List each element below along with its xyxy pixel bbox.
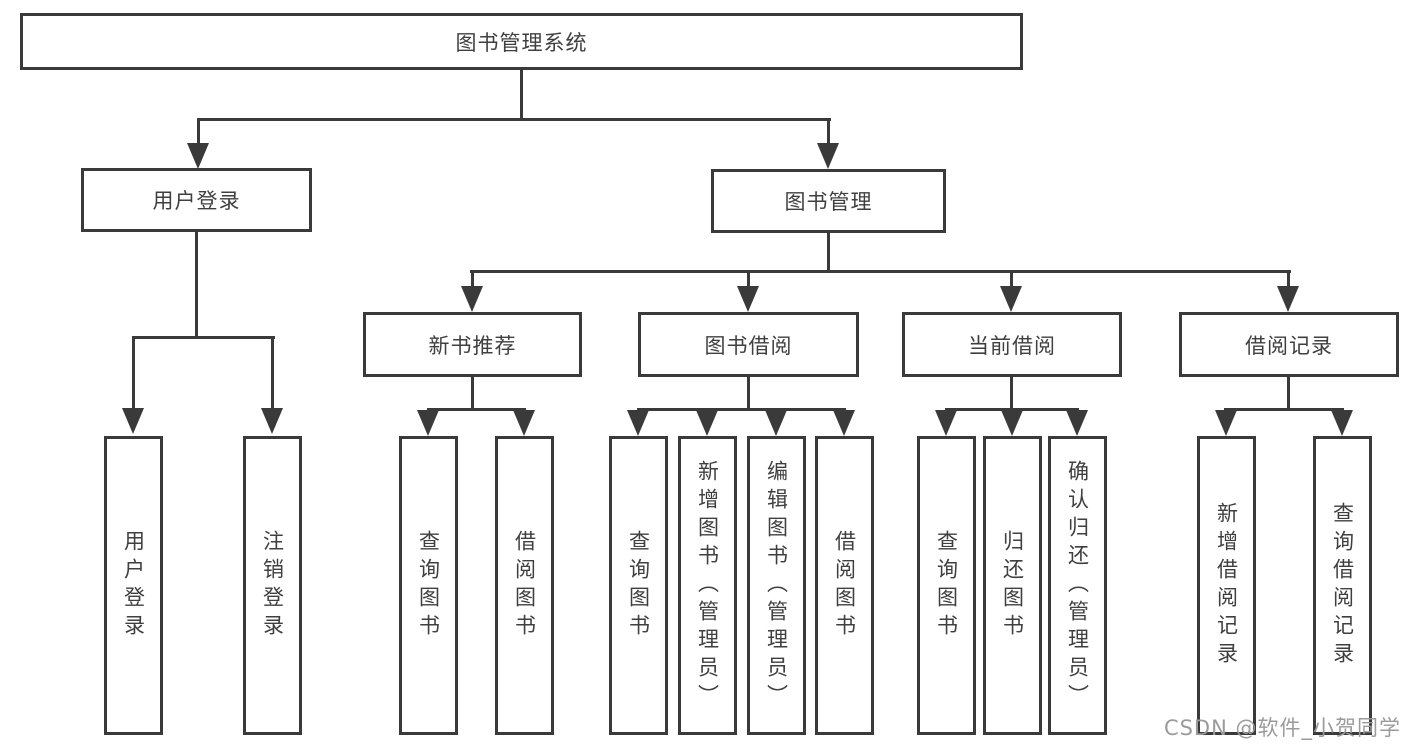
arrow-down-icon [833,410,855,436]
connector-line [1287,270,1290,288]
connector-line [1287,377,1290,408]
node-new-book-recommendation: 新书推荐 [363,312,582,377]
arrow-down-icon [935,410,957,436]
connector-line [271,336,274,408]
connector-line [132,336,275,339]
connector-line [945,408,1079,411]
connector-line [520,70,523,118]
arrow-down-icon [187,143,209,169]
leaf-borrow-books-recommend: 借阅图书 [495,436,554,735]
connector-line [637,408,846,411]
leaf-logout: 注销登录 [243,436,302,735]
node-user-login: 用户登录 [81,168,312,232]
csdn-watermark: CSDN @软件_小贺同学 [1163,716,1401,740]
leaf-query-books-current: 查询图书 [917,436,976,735]
arrow-down-icon [513,410,535,436]
node-borrowing-records: 借阅记录 [1179,312,1399,377]
arrow-down-icon [1000,286,1022,312]
connector-line [1010,377,1013,408]
connector-line [827,118,830,146]
node-library-management-system: 图书管理系统 [20,13,1023,70]
arrow-down-icon [1215,410,1237,436]
arrow-down-icon [461,286,483,312]
connector-line [197,118,200,146]
node-book-management: 图书管理 [711,169,946,233]
arrow-down-icon [1066,410,1088,436]
leaf-query-books-borrowing: 查询图书 [609,436,668,735]
connector-line [470,270,1291,273]
connector-line [471,377,474,408]
leaf-add-borrow-record: 新增借阅记录 [1197,436,1256,735]
arrow-down-icon [417,410,439,436]
leaf-query-borrow-record: 查询借阅记录 [1313,436,1372,735]
connector-line [1224,408,1344,411]
arrow-down-icon [627,410,649,436]
node-current-borrowing: 当前借阅 [902,312,1122,377]
leaf-borrow-books-borrowing: 借阅图书 [815,436,874,735]
leaf-confirm-return-admin: 确认归还（管理员） [1048,436,1107,735]
arrow-down-icon [817,143,839,169]
connector-line [471,270,474,288]
arrow-down-icon [696,410,718,436]
arrow-down-icon [261,408,283,434]
leaf-query-books-recommend: 查询图书 [399,436,458,735]
connector-line [1010,270,1013,288]
node-book-borrowing: 图书借阅 [638,312,859,377]
connector-line [747,270,750,288]
leaf-add-books-admin: 新增图书（管理员） [678,436,737,735]
arrow-down-icon [1331,410,1353,436]
arrow-down-icon [1001,410,1023,436]
connector-line [197,118,831,121]
leaf-return-books: 归还图书 [983,436,1042,735]
arrow-down-icon [765,410,787,436]
leaf-edit-books-admin: 编辑图书（管理员） [747,436,806,735]
connector-line [132,336,135,408]
leaf-user-login: 用户登录 [104,436,163,735]
connector-line [747,377,750,408]
connector-line [195,232,198,336]
arrow-down-icon [1277,286,1299,312]
connector-line [827,233,830,270]
arrow-down-icon [737,286,759,312]
connector-line [427,408,526,411]
arrow-down-icon [122,408,144,434]
